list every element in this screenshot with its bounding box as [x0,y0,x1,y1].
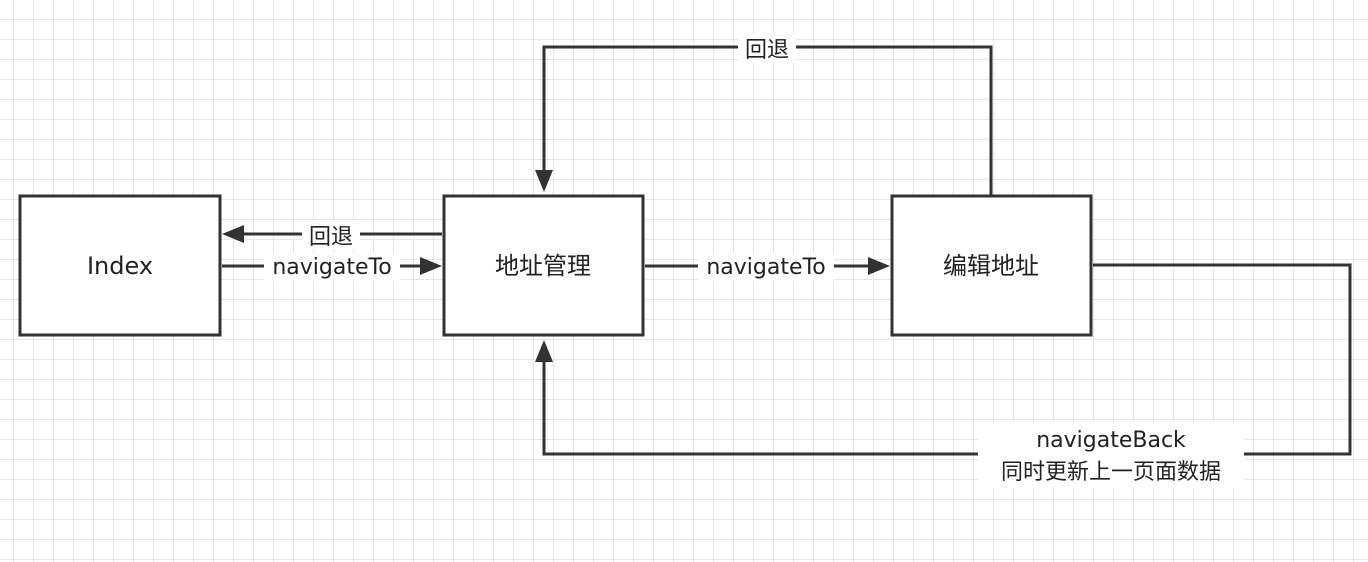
edge-label-navigate-back: navigateBack [1036,428,1186,453]
edge-label-navigate-to-2: navigateTo [706,255,825,280]
node-label-index: Index [87,252,153,280]
arrowhead-down-icon [535,170,553,192]
node-address-management: 地址管理 [442,194,645,337]
node-box [890,194,1093,337]
arrowhead-right-icon [420,257,442,275]
edge-line [542,263,1352,456]
node-box [18,194,222,337]
edge-label-bg [978,422,1244,488]
node-box [442,194,645,337]
edge-label-navigate-to-1: navigateTo [272,255,391,280]
node-label-address-management: 地址管理 [495,252,591,280]
edge-label-bg [302,221,360,249]
edge-mgmt-to-index-back: 回退 [222,221,442,250]
edge-label-update-prev-page: 同时更新上一页面数据 [1001,460,1221,485]
edge-index-to-mgmt: navigateTo [222,253,442,281]
edge-label-bg [738,34,796,62]
node-label-edit-address: 编辑地址 [943,252,1039,280]
edge-label-back-top: 回退 [745,38,789,63]
edge-edit-to-mgmt-back-top: 回退 [535,34,993,195]
arrowhead-left-icon [222,225,244,243]
arrowhead-right-icon [868,257,890,275]
edge-label-back-left: 回退 [309,225,353,250]
edge-label-bg [264,253,400,281]
edge-label-bg [698,253,834,281]
arrowhead-up-icon [535,340,553,362]
node-index: Index [18,194,222,337]
node-edit-address: 编辑地址 [890,194,1093,337]
edge-edit-to-mgmt-back-bottom: navigateBack 同时更新上一页面数据 [535,263,1352,488]
edge-mgmt-to-edit: navigateTo [645,253,890,281]
edge-line [542,45,993,195]
